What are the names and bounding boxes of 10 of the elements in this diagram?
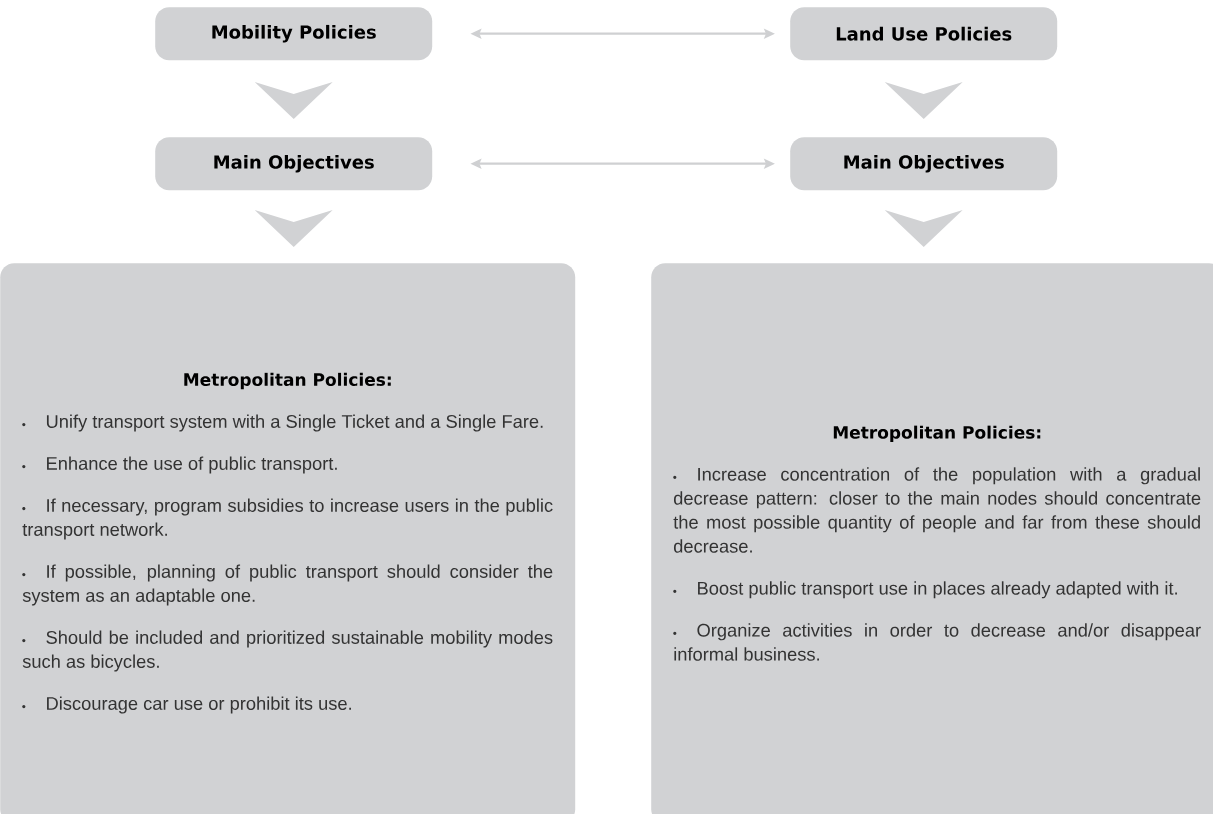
policy-panel: Metropolitan Policies: Increase concentration of the population with a gradual decrease pattern: closer to the main nodes should concentrate the most possible quantity of people and far from these should decrease. Boost public transport use in places already adapted with it. Organize activities in order to decrease and/or disappear informal business.: [651, 263, 1213, 814]
title-box: Mobility Policies: [155, 7, 433, 61]
title-box: Main Objectives: [155, 137, 433, 191]
title-box: Main Objectives: [790, 137, 1058, 191]
chevron-arrow: [254, 210, 333, 247]
chevron-arrow: [254, 80, 333, 119]
chevron-arrow: [884, 80, 963, 119]
policy-panel: Metropolitan Policies: Unify transport system with a Single Ticket and a Single Fare. Enhance the use of public transport. If necessary, program subsidies to increase users in the public transport network. If possible, planning of public transport should consider the system as an adaptable one. Should be included and prioritized sustainable mobility modes such as bicycles. Discourage car use or prohibit its use.: [0, 263, 576, 814]
title-box: Land Use Policies: [790, 7, 1058, 61]
chevron-arrow: [884, 210, 963, 247]
